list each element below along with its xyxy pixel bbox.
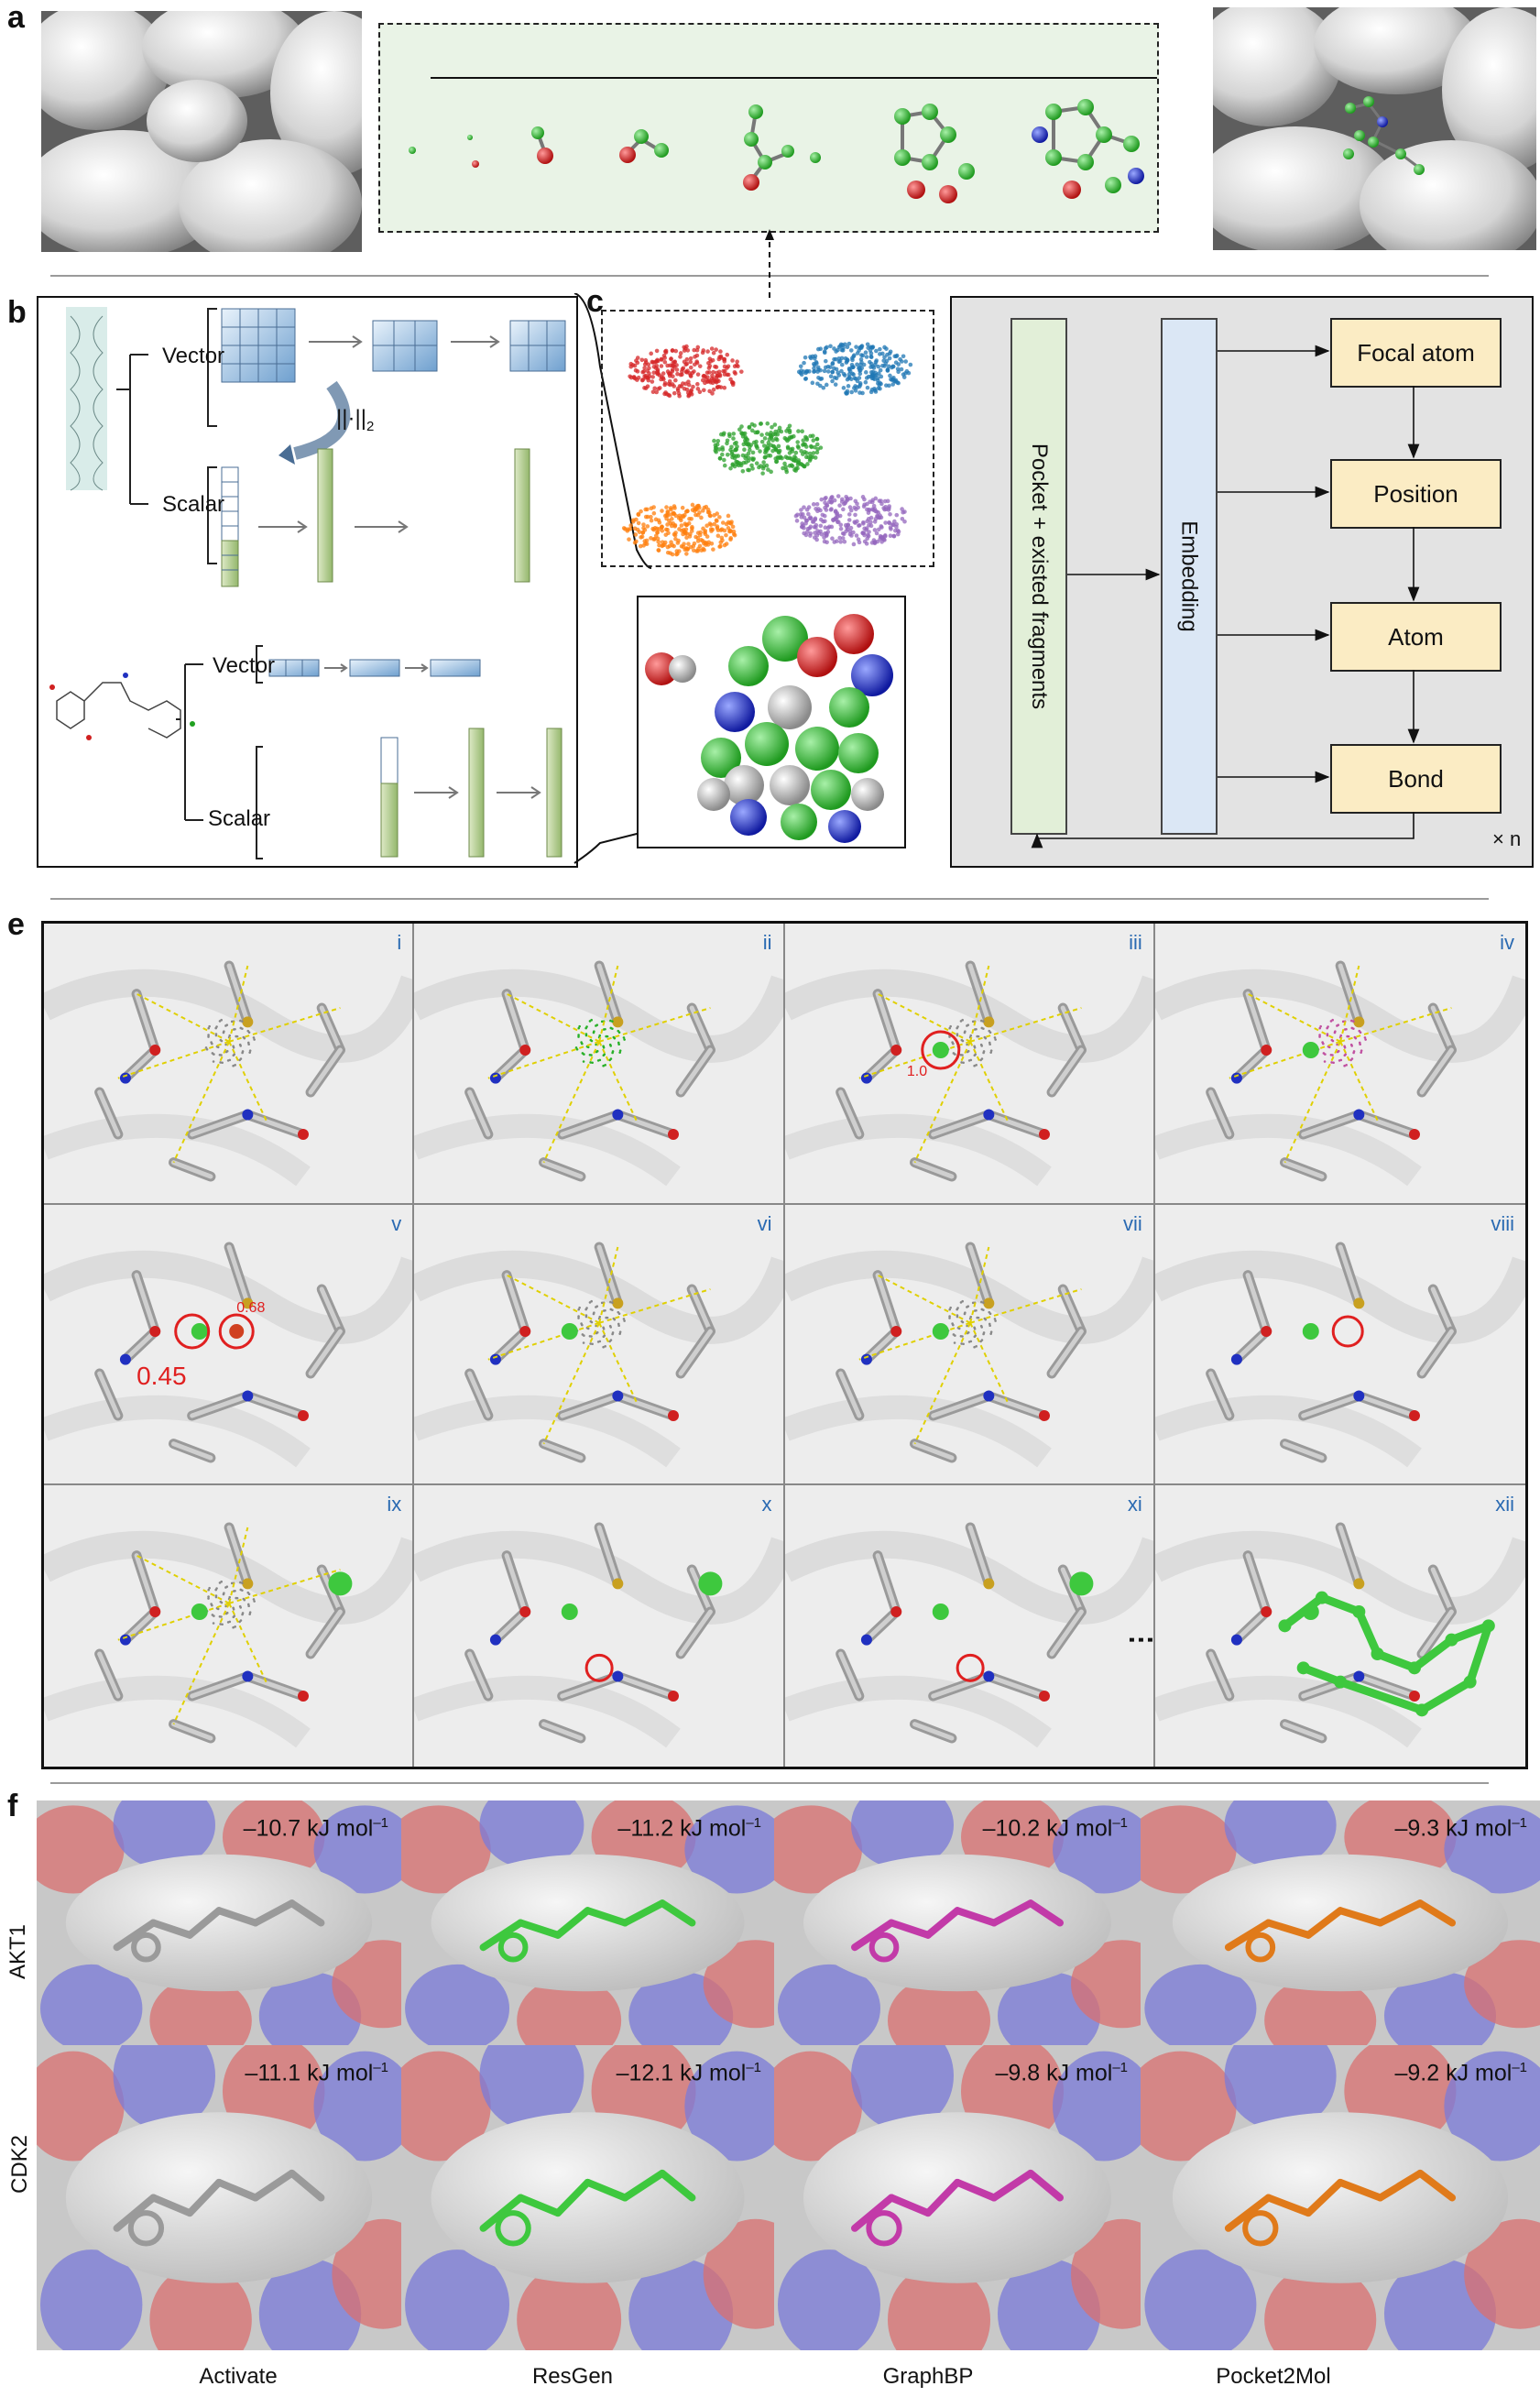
binding-energy: –11.1 kJ mol–1	[245, 2060, 388, 2086]
subpanel-label-viii: viii	[1491, 1211, 1514, 1235]
subpanel-label-i: i	[397, 931, 402, 954]
subpanel-vi: vi	[414, 1204, 785, 1486]
subpanel-xii: xii	[1154, 1485, 1525, 1767]
cluster-plot	[601, 310, 934, 567]
docking-cdk2-pocket2mol: –9.2 kJ mol–1	[1141, 2045, 1540, 2350]
subpanel-ii: ii	[414, 924, 785, 1205]
embedding-box	[1161, 318, 1218, 835]
subpanel-label-vii: vii	[1122, 1211, 1142, 1235]
subpanel-label-ii: ii	[762, 931, 772, 954]
step-bond: Bond	[1330, 744, 1502, 814]
annotation-v-large: 0.68	[236, 1299, 266, 1316]
subpanel-ix: ix	[44, 1485, 415, 1767]
step-atom: Atom	[1330, 602, 1502, 672]
subpanel-xi: xi	[784, 1485, 1155, 1767]
docking-akt1-resgen: –11.2 kJ mol–1	[401, 1800, 774, 2045]
panel-b-box: Vector Scalar ||·||2 Vector Scalar	[37, 296, 578, 868]
docking-cdk2-activate: –11.1 kJ mol–1	[37, 2045, 401, 2350]
subpanel-label-iii: iii	[1129, 931, 1142, 954]
vector-label-bottom: Vector	[213, 653, 276, 678]
subpanel-iv: iv	[1154, 924, 1525, 1205]
panel-c-label: c	[586, 284, 604, 319]
protein-surface-right	[1213, 7, 1536, 250]
binding-energy: –9.3 kJ mol–1	[1394, 1815, 1527, 1842]
docking-cdk2-graphbp: –9.8 kJ mol–1	[774, 2045, 1141, 2350]
panel-d-box: Pocket + existed fragments Embedding Foc…	[950, 296, 1534, 868]
scalar-label-bottom: Scalar	[208, 806, 271, 831]
binding-energy: –9.2 kJ mol–1	[1394, 2060, 1527, 2086]
vector-grid-1	[221, 308, 296, 383]
binding-energy: –10.7 kJ mol–1	[243, 1815, 388, 1842]
col-label-resgen: ResGen	[531, 2364, 614, 2389]
docking-akt1-activate: –10.7 kJ mol–1	[37, 1800, 401, 2045]
upward-arrow	[765, 229, 774, 298]
subpanel-label-iv: iv	[1500, 931, 1514, 954]
docking-akt1-pocket2mol: –9.3 kJ mol–1	[1141, 1800, 1540, 2045]
binding-energy: –12.1 kJ mol–1	[616, 2060, 761, 2086]
norm-label: ||·||2	[336, 406, 375, 434]
row-label-akt1: AKT1	[5, 1923, 31, 1980]
annotation-v-small: 0.45	[137, 1362, 187, 1391]
subpanel-x: x	[414, 1485, 785, 1767]
col-label-pocket2mol: Pocket2Mol	[1216, 2364, 1331, 2389]
annotation-iii-value: 1.0	[906, 1064, 928, 1080]
subpanel-v: v 0.45 0.68	[44, 1204, 415, 1486]
subpanel-label-xii: xii	[1495, 1493, 1514, 1516]
vector-label-top: Vector	[162, 344, 225, 368]
docking-cdk2-resgen: –12.1 kJ mol–1	[401, 2045, 774, 2350]
binding-energy: –9.8 kJ mol–1	[995, 2060, 1128, 2086]
docking-akt1-graphbp: –10.2 kJ mol–1	[774, 1800, 1141, 2045]
row-label-cdk2: CDK2	[7, 2134, 33, 2195]
binding-energy: –11.2 kJ mol–1	[617, 1815, 761, 1842]
subpanel-i: i	[44, 924, 415, 1205]
panel-d-arrows	[1031, 345, 1420, 848]
step-focal-atom: Focal atom	[1330, 318, 1502, 388]
subpanel-label-vi: vi	[757, 1211, 772, 1235]
subpanel-viii: viii	[1154, 1204, 1525, 1486]
panel-b-label: b	[7, 295, 27, 330]
repeat-label: × n	[1492, 827, 1522, 850]
panel-f-label: f	[7, 1789, 18, 1823]
col-label-activate: Activate	[199, 2364, 278, 2389]
panel-a-label: a	[7, 0, 25, 35]
subpanel-label-x: x	[761, 1493, 772, 1516]
space-filling-ligand	[637, 596, 906, 848]
divider-f	[50, 1782, 1489, 1784]
divider-e	[50, 898, 1489, 900]
protein-surface-left	[41, 11, 362, 252]
subpanel-label-ix: ix	[387, 1493, 402, 1516]
col-label-graphbp: GraphBP	[882, 2364, 974, 2389]
subpanel-label-xi: xi	[1127, 1493, 1142, 1516]
subpanel-iii: iii 1.0	[784, 924, 1155, 1205]
subpanel-vii: vii	[784, 1204, 1155, 1486]
generation-sequence-box	[378, 23, 1204, 233]
step-position: Position	[1330, 459, 1502, 529]
pocket-fragments-box	[1010, 318, 1067, 835]
scalar-label-top: Scalar	[162, 492, 225, 517]
subpanel-label-v: v	[391, 1211, 402, 1235]
panel-e-label: e	[7, 907, 25, 942]
binding-energy: –10.2 kJ mol–1	[982, 1815, 1128, 1842]
